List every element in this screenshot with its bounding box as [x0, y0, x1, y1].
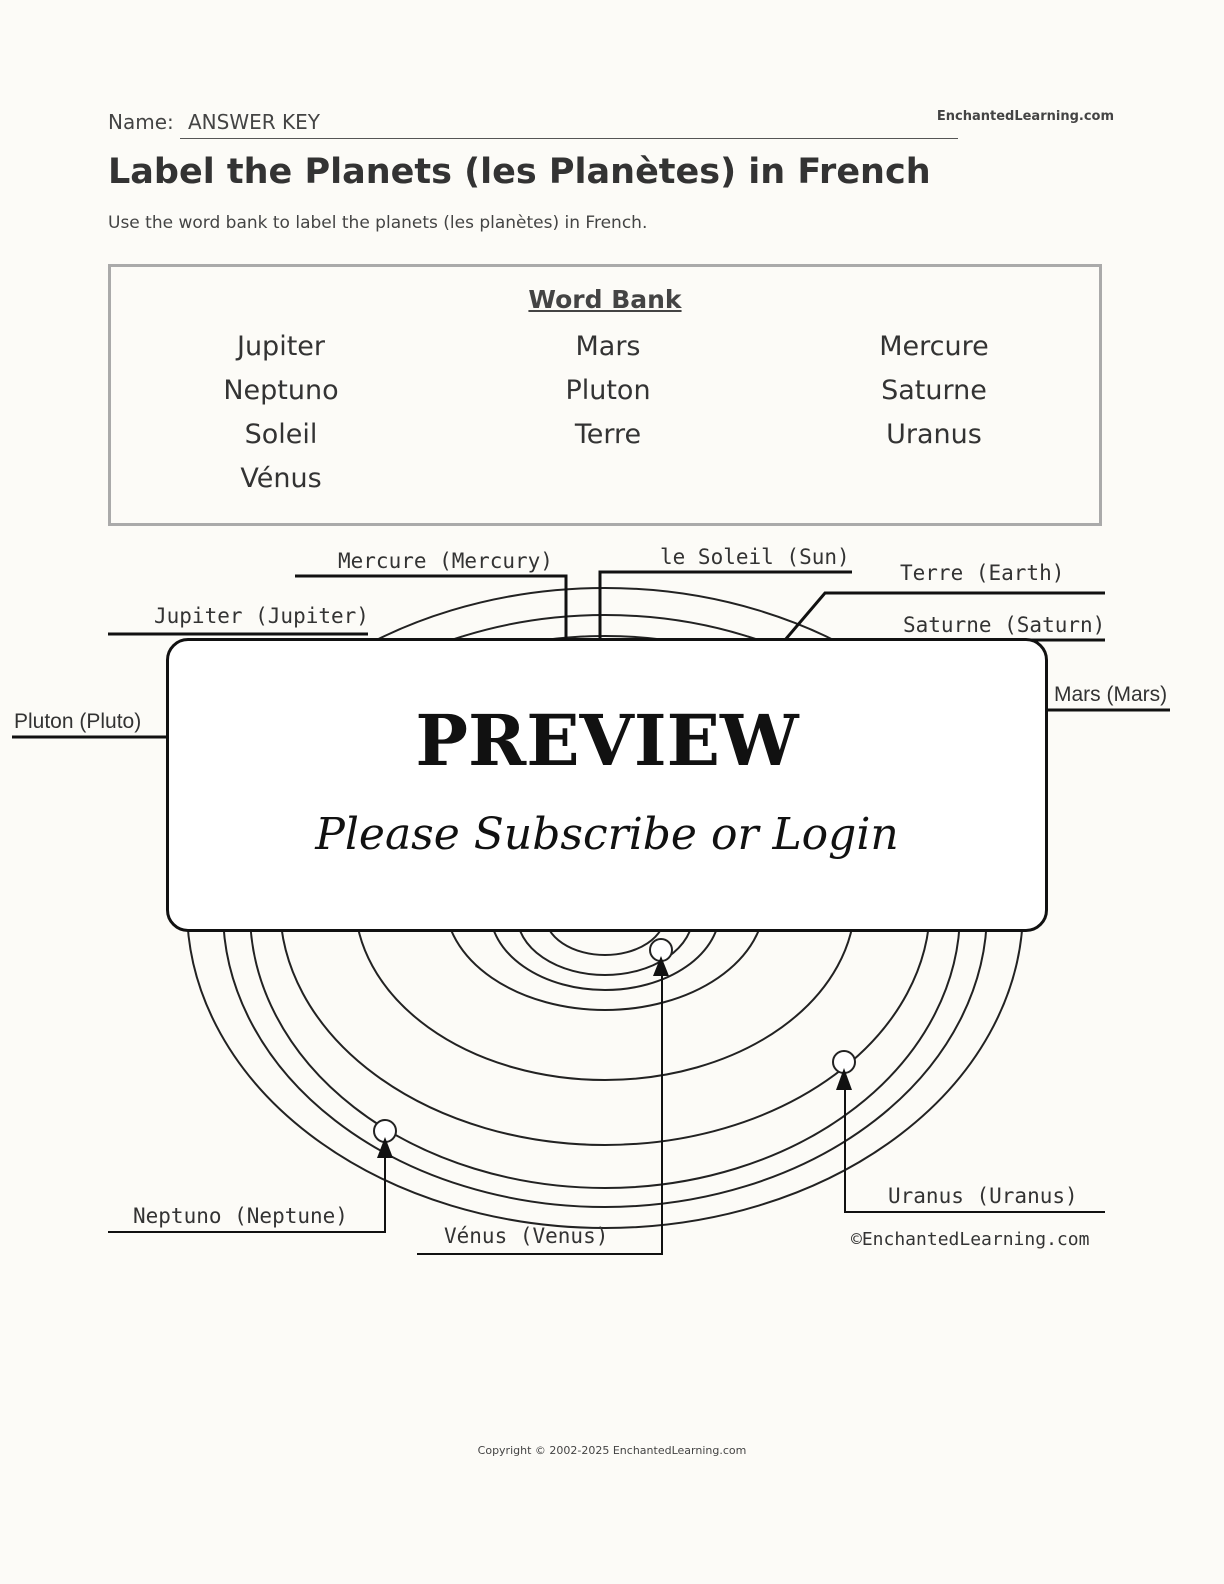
word-bank: Word Bank Jupiter Mars Mercure Neptuno P…	[108, 264, 1102, 526]
word-bank-item: Terre	[574, 419, 642, 450]
label-pluto: Pluton (Pluto)	[14, 710, 141, 733]
label-earth: Terre (Earth)	[900, 561, 1064, 585]
word-bank-item: Mars	[575, 331, 641, 362]
label-uranus: Uranus (Uranus)	[888, 1184, 1078, 1208]
word-bank-item: Jupiter	[236, 331, 325, 362]
planets	[373, 938, 856, 1143]
diagram-credit: ©EnchantedLearning.com	[851, 1229, 1089, 1250]
label-neptune: Neptuno (Neptune)	[133, 1204, 348, 1228]
word-bank-item: Vénus	[240, 463, 322, 494]
word-bank-item: Uranus	[886, 419, 982, 450]
name-field: ANSWER KEY	[180, 110, 958, 139]
footer-copyright: Copyright © 2002-2025 EnchantedLearning.…	[477, 1444, 747, 1457]
page-title: Label the Planets (les Planètes) in Fren…	[108, 152, 931, 192]
arrowheads	[377, 956, 852, 1158]
label-venus: Vénus (Venus)	[444, 1224, 608, 1248]
word-bank-item: Soleil	[244, 419, 318, 450]
label-mars: Mars (Mars)	[1054, 683, 1167, 706]
label-mercury: Mercure (Mercury)	[338, 549, 553, 573]
preview-overlay[interactable]: PREVIEW Please Subscribe or Login	[166, 638, 1048, 932]
word-bank-item: Mercure	[879, 331, 989, 362]
word-bank-item: Saturne	[881, 375, 987, 406]
label-jupiter: Jupiter (Jupiter)	[154, 604, 369, 628]
subscribe-login-link[interactable]: Please Subscribe or Login	[315, 809, 899, 860]
site-logo[interactable]: EnchantedLearning.com	[936, 109, 1114, 124]
word-bank-item: Neptuno	[223, 375, 339, 406]
instructions: Use the word bank to label the planets (…	[108, 213, 648, 233]
label-saturn: Saturne (Saturn)	[903, 613, 1105, 637]
label-sun: le Soleil (Sun)	[660, 545, 850, 569]
preview-title: PREVIEW	[415, 699, 799, 782]
word-bank-title: Word Bank	[528, 285, 682, 314]
word-bank-item: Pluton	[565, 375, 651, 406]
name-label: Name:	[108, 110, 174, 134]
